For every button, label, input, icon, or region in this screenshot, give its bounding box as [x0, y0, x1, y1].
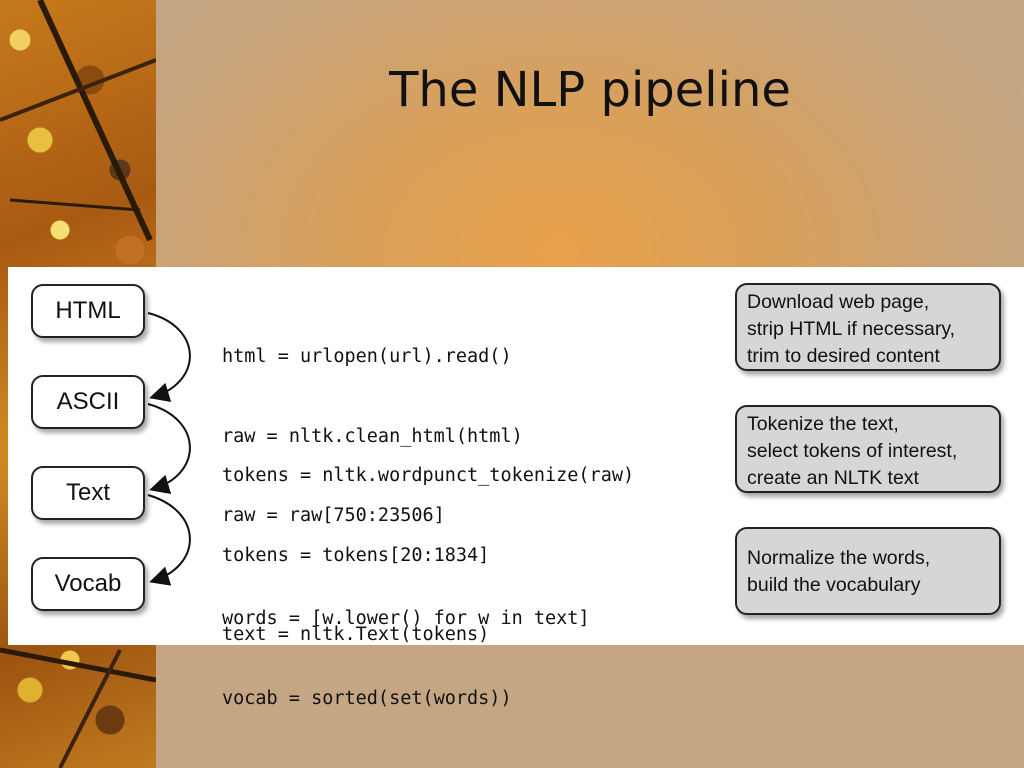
description-tokenize: Tokenize the text, select tokens of inte… [735, 405, 1001, 493]
slide-title: The NLP pipeline [389, 62, 791, 118]
pipeline-panel: HTML ASCII Text Vocab html = urlopen(url… [8, 267, 1024, 709]
code-block-tokenize: tokens = nltk.wordpunct_tokenize(raw) to… [222, 410, 634, 702]
description-line: select tokens of interest, [747, 440, 958, 462]
code-line: html = urlopen(url).read() [222, 346, 512, 367]
description-download: Download web page, strip HTML if necessa… [735, 283, 1001, 371]
arrow-text-to-vocab [147, 494, 191, 586]
description-line: Tokenize the text, [747, 413, 899, 435]
description-line: strip HTML if necessary, [747, 318, 956, 340]
code-block-download: html = urlopen(url).read() raw = nltk.cl… [222, 291, 523, 583]
arrow-html-to-ascii [147, 312, 191, 402]
description-line: Normalize the words, [747, 547, 931, 569]
description-line: trim to desired content [747, 345, 940, 367]
branch-lines [0, 0, 156, 768]
arrow-ascii-to-text [147, 403, 191, 494]
description-line: Download web page, [747, 291, 930, 313]
code-line: tokens = tokens[20:1834] [222, 544, 490, 566]
code-line: vocab = sorted(set(words)) [222, 687, 512, 709]
stage-html: HTML [31, 284, 145, 338]
description-line: build the vocabulary [747, 574, 921, 596]
description-normalize: Normalize the words, build the vocabular… [735, 527, 1001, 615]
stage-ascii: ASCII [31, 375, 145, 429]
code-block-normalize: words = [w.lower() for w in text] vocab … [222, 553, 590, 765]
code-line: raw = raw[750:23506] [222, 505, 445, 526]
code-line: text = nltk.Text(tokens) [222, 624, 490, 645]
code-line: tokens = nltk.wordpunct_tokenize(raw) [222, 465, 635, 486]
stage-text: Text [31, 466, 145, 520]
stage-vocab: Vocab [31, 557, 145, 611]
code-line: raw = nltk.clean_html(html) [222, 425, 523, 447]
code-line: words = [w.lower() for w in text] [222, 608, 590, 629]
pipeline-arrows [147, 312, 191, 586]
description-line: create an NLTK text [747, 467, 919, 489]
